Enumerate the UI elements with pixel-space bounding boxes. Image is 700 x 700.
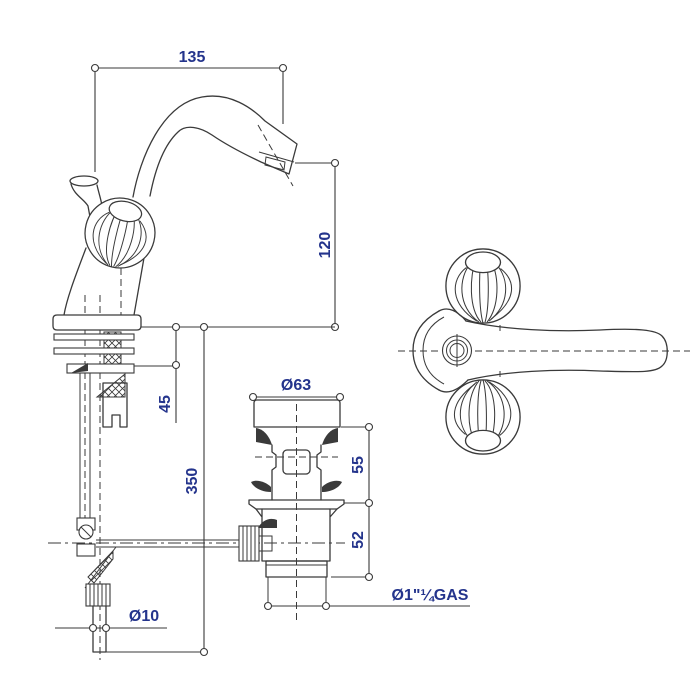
dim-55-52: 55 52 <box>331 422 374 582</box>
drain-neck-left <box>271 444 277 501</box>
aerator-axis <box>257 124 294 187</box>
spout <box>132 95 298 198</box>
gasket-arrow <box>71 363 88 373</box>
dim-120: 120 <box>295 158 340 332</box>
dim-135-label: 135 <box>179 49 206 66</box>
top-view <box>398 248 690 455</box>
front-knob <box>77 190 163 276</box>
dim-63-label: Ø63 <box>281 377 311 394</box>
drain-wing-right <box>322 480 342 492</box>
front-view <box>48 95 345 660</box>
dim-gas-thread: Ø1"¼GAS <box>263 587 470 611</box>
dim-55-label: 55 <box>350 456 367 474</box>
spout-base-ring <box>441 334 473 367</box>
drain-neck-right <box>316 444 322 501</box>
drain-inlet <box>238 518 277 562</box>
dim-350-label: 350 <box>184 468 201 495</box>
top-knob-cold <box>445 379 521 455</box>
dim-10: Ø10 <box>55 608 167 633</box>
drain-gasket-left <box>256 428 272 445</box>
aerator <box>264 156 286 171</box>
drain-coupling-band <box>265 560 328 578</box>
connection-tube <box>102 382 128 428</box>
supply-pipe <box>79 373 91 520</box>
top-knob-hot <box>445 248 521 324</box>
dim-10-label: Ø10 <box>129 608 159 625</box>
drain-wing-left <box>251 480 271 492</box>
drain-lower-body <box>255 508 338 562</box>
drain-assembly <box>238 399 345 620</box>
horizontal-rod <box>96 539 239 548</box>
dim-45: 45 <box>134 322 181 423</box>
drain-window <box>282 449 311 475</box>
drain-gasket-right <box>322 428 338 445</box>
drain-top-flange <box>253 399 341 428</box>
drain-ext-lines <box>267 577 327 602</box>
mounting-hardware <box>53 331 135 520</box>
dim-45-label: 45 <box>157 395 174 413</box>
washer-lower <box>53 347 135 355</box>
dim-gas-label: Ø1"¼GAS <box>392 587 469 604</box>
dim-350: 350 <box>100 322 209 657</box>
mounting-nut <box>66 363 135 374</box>
dimensions: 135 120 45 350 Ø6 <box>55 49 470 657</box>
dim-135: 135 <box>90 49 288 172</box>
lever-body <box>412 308 668 393</box>
base-flange <box>52 314 142 331</box>
popup-linkage <box>48 517 345 653</box>
hatched-wedge <box>95 372 126 398</box>
dim-63: Ø63 <box>248 377 345 402</box>
washer-upper <box>53 333 135 341</box>
dim-120-label: 120 <box>317 232 334 259</box>
dim-52-label: 52 <box>350 531 367 549</box>
